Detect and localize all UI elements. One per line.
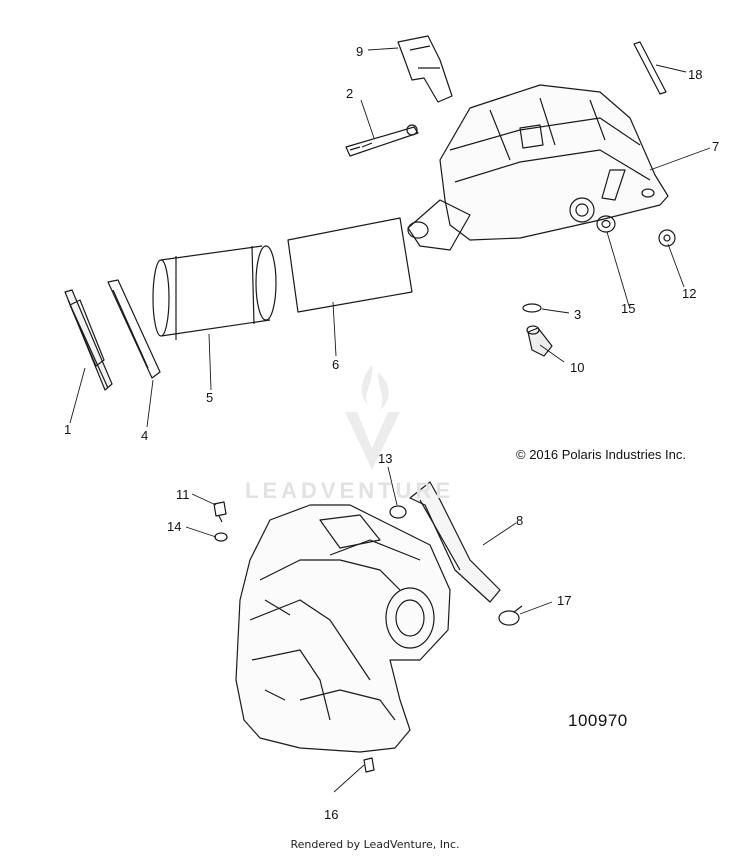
copyright-notice: © 2016 Polaris Industries Inc. xyxy=(516,447,686,462)
callout-1: 1 xyxy=(64,422,72,437)
part-17-clamp xyxy=(498,605,523,626)
part-7-airbox xyxy=(407,84,669,251)
part-2-strap xyxy=(345,124,419,157)
part-3-oring xyxy=(522,303,542,313)
callout-12: 12 xyxy=(682,286,697,301)
callout-11: 11 xyxy=(176,487,190,502)
part-16-fastener xyxy=(363,757,375,773)
callout-3: 3 xyxy=(574,307,582,322)
callout-14: 14 xyxy=(167,519,182,534)
part-9-latch xyxy=(397,35,453,103)
callout-13: 13 xyxy=(378,451,393,466)
part-8-hose xyxy=(409,481,501,603)
part-5-air-filter xyxy=(152,245,277,340)
watermark-text: LEADVENTURE xyxy=(245,478,455,503)
callout-7: 7 xyxy=(712,139,720,154)
part-6-prefilter xyxy=(287,217,413,313)
callout-9: 9 xyxy=(356,44,364,59)
callout-17: 17 xyxy=(557,593,572,608)
part-18-strip xyxy=(633,41,667,95)
callout-16: 16 xyxy=(324,807,339,822)
callout-2: 2 xyxy=(346,86,354,101)
leader-lines xyxy=(69,47,711,793)
drawing-number: 100970 xyxy=(568,711,628,730)
part-14-washer xyxy=(214,532,228,542)
part-15-grommet xyxy=(596,215,616,233)
callout-5: 5 xyxy=(206,390,214,405)
callout-18: 18 xyxy=(688,67,703,82)
part-13-clamp xyxy=(389,505,407,519)
callout-4: 4 xyxy=(141,428,149,443)
part-1-intake-cover xyxy=(64,289,113,391)
footer-credit: Rendered by LeadVenture, Inc. xyxy=(290,838,460,851)
part-10-valve xyxy=(526,325,553,357)
callout-10: 10 xyxy=(570,360,585,375)
callout-15: 15 xyxy=(621,301,636,316)
callout-6: 6 xyxy=(332,357,340,372)
callout-8: 8 xyxy=(516,513,524,528)
lower-airbox-assembly xyxy=(235,504,451,753)
part-12-grommet xyxy=(658,229,676,247)
watermark-logo xyxy=(345,365,400,470)
part-11-bolt xyxy=(213,501,227,523)
part-4-gasket xyxy=(107,279,161,379)
